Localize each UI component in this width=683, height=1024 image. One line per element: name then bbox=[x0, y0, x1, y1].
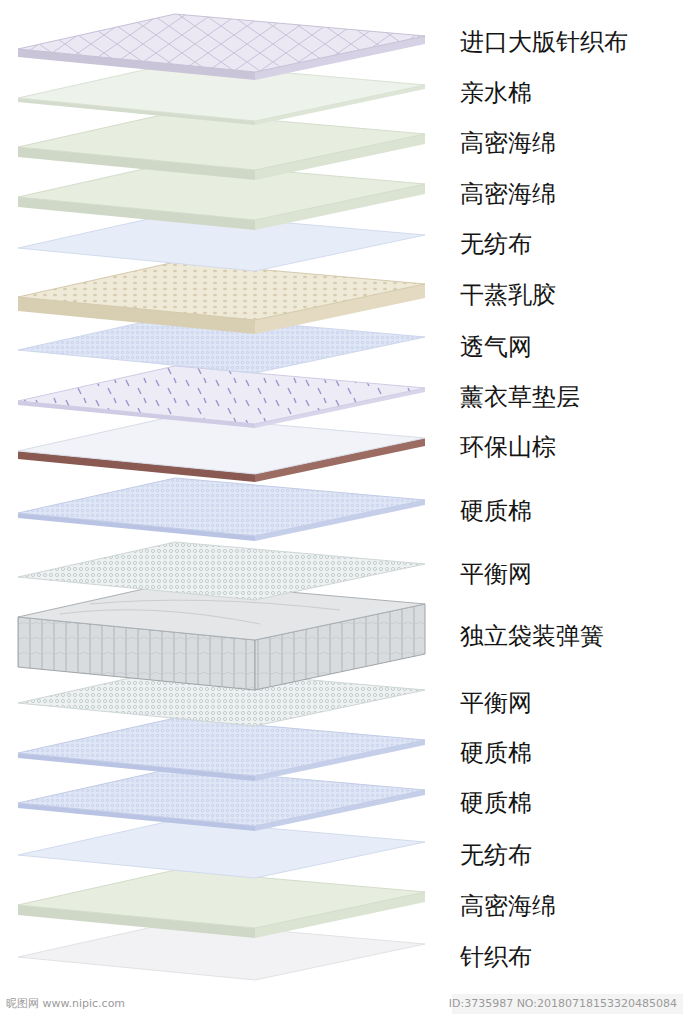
layer-name: 干蒸乳胶 bbox=[460, 281, 556, 309]
layer-name: 针织布 bbox=[460, 943, 532, 971]
layer-name: 高密海绵 bbox=[460, 129, 556, 157]
layer-name: 薰衣草垫层 bbox=[460, 383, 580, 411]
watermark: 昵图网 www.nipic.com bbox=[6, 997, 125, 1011]
layer-name: 亲水棉 bbox=[460, 79, 532, 107]
layer-name: 硬质棉 bbox=[460, 497, 532, 525]
layer-name: 高密海绵 bbox=[460, 892, 556, 920]
layer-name: 透气网 bbox=[460, 333, 532, 361]
layer-name: 平衡网 bbox=[460, 689, 532, 717]
layer-name: 无纺布 bbox=[460, 230, 532, 258]
layer-name: 硬质棉 bbox=[460, 789, 532, 817]
layer-name: 高密海绵 bbox=[460, 180, 556, 208]
layer-name: 进口大版针织布 bbox=[460, 28, 628, 56]
layer-name: 无纺布 bbox=[460, 841, 532, 869]
layer-name: 独立袋装弹簧 bbox=[460, 622, 604, 650]
watermark: ID:3735987 NO:20180718153320485084 bbox=[449, 997, 677, 1011]
layer-name: 硬质棉 bbox=[460, 739, 532, 767]
layer-name: 环保山棕 bbox=[460, 433, 556, 461]
layer-name: 平衡网 bbox=[460, 560, 532, 588]
